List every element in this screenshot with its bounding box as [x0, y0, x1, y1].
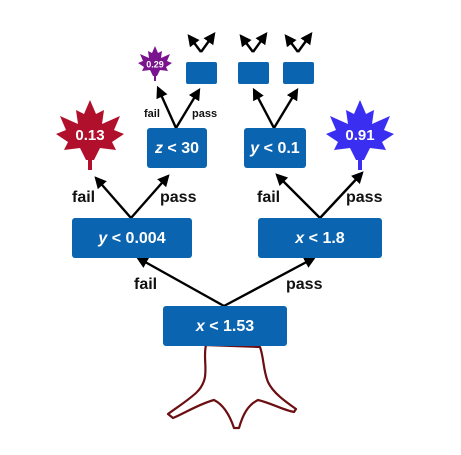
leaf-purple-value: 0.29 [146, 59, 164, 69]
node-right-left: y < 0.1 [244, 128, 306, 168]
arrow-z-fail [156, 85, 178, 129]
edge-label-root-pass: pass [286, 276, 323, 293]
node-left-label: y < 0.004 [97, 230, 165, 247]
small-node-1 [186, 62, 217, 84]
arrow-z-pass [174, 87, 201, 129]
leaf-crimson: 0.13 [56, 100, 124, 170]
arrow-small-1b [200, 32, 216, 53]
arrow-root-pass [223, 256, 317, 308]
arrow-small-2b [252, 32, 268, 53]
arrow-small-1a [187, 34, 202, 53]
leaf-purple: 0.29 [138, 46, 172, 81]
node-left-right-box [147, 128, 207, 168]
edge-label-right-fail: fail [257, 189, 280, 206]
leaf-crimson-value: 0.13 [75, 127, 104, 144]
arrow-small-2a [239, 34, 254, 53]
leaf-blue: 0.91 [326, 100, 394, 170]
tree-trunk [166, 343, 298, 430]
edge-label-left-pass: pass [160, 189, 197, 206]
edge-label-left-fail: fail [72, 189, 95, 206]
node-right-left-label: y < 0.1 [249, 140, 299, 157]
arrow-right-pass [319, 171, 364, 219]
edge-label-z-fail: fail [144, 108, 160, 120]
edge-label-right-pass: pass [346, 189, 383, 206]
arrow-left-pass [130, 174, 170, 219]
arrows [94, 32, 364, 308]
arrow-small-3b [297, 32, 313, 53]
node-left-box [72, 218, 192, 258]
node-right-left-box [244, 128, 306, 168]
node-root-box [163, 306, 287, 346]
arrow-y01-left [252, 87, 276, 129]
edge-label-root-fail: fail [134, 276, 157, 293]
arrow-small-3a [284, 34, 299, 53]
arrow-y01-right [272, 87, 299, 129]
node-left: y < 0.004 [72, 218, 192, 258]
node-left-right-label: z < 30 [154, 140, 199, 157]
node-right: x < 1.8 [258, 218, 382, 258]
arrow-root-fail [135, 256, 225, 308]
node-right-label: x < 1.8 [294, 230, 344, 247]
arrow-left-fail [94, 176, 132, 219]
node-left-right: z < 30 [147, 128, 207, 168]
leaf-blue-value: 0.91 [345, 127, 374, 144]
arrow-right-fail [275, 173, 321, 219]
small-node-3 [283, 62, 314, 84]
node-root-label: x < 1.53 [195, 318, 254, 335]
node-root: x < 1.53 [163, 306, 287, 346]
node-right-box [258, 218, 382, 258]
edge-label-z-pass: pass [192, 108, 217, 120]
small-node-2 [238, 62, 269, 84]
